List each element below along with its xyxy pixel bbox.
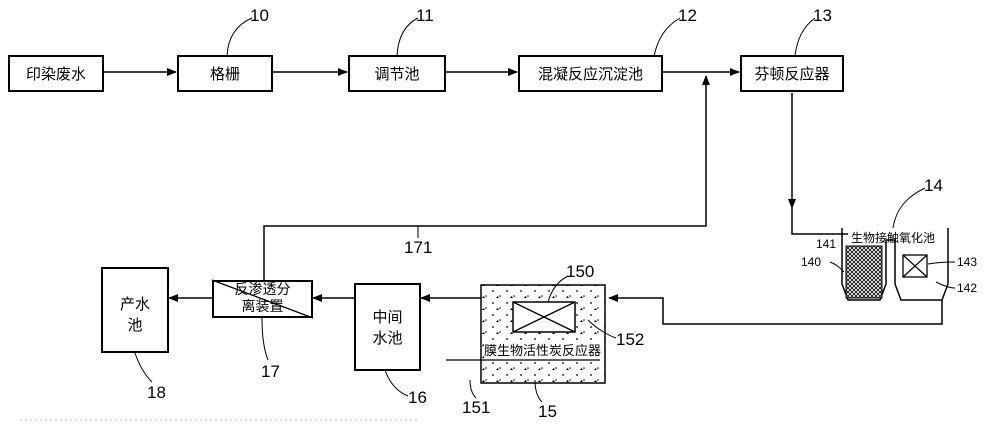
ref-151: 151	[462, 398, 491, 417]
leader-143	[927, 261, 956, 265]
ref-13: 13	[813, 6, 832, 25]
flow-line-bio-membrane	[608, 294, 943, 325]
box-intermediate-tank: 中间 水池	[354, 283, 421, 371]
box-ro-unit: 反渗透分 离装置	[212, 280, 313, 318]
ref-17: 17	[261, 362, 280, 381]
leader-151	[469, 379, 477, 399]
ref-16: 16	[408, 388, 427, 407]
bio-packing-141	[845, 245, 883, 299]
box-wastewater: 印染废水	[8, 55, 104, 92]
ref-150: 150	[566, 262, 595, 281]
label-intermediate-line2: 水池	[372, 329, 403, 347]
leader-18	[134, 352, 153, 383]
ro-divider	[211, 279, 314, 319]
leader-150	[547, 275, 569, 303]
box-fenton-reactor: 芬顿反应器	[740, 55, 844, 92]
leader-17	[261, 317, 269, 361]
leader-15	[534, 379, 543, 403]
ref-140: 140	[801, 255, 822, 269]
membrane-reactor-box	[480, 284, 606, 384]
label-wastewater: 印染废水	[25, 65, 86, 83]
ref-14: 14	[924, 176, 943, 195]
ref-143: 143	[957, 255, 978, 269]
label-coagulation-tank: 混凝反应沉淀池	[537, 65, 643, 83]
ref-12: 12	[678, 6, 697, 25]
label-intermediate-line1: 中间	[372, 308, 403, 326]
recycle-line-171	[263, 75, 710, 280]
ref-171: 171	[404, 238, 433, 257]
leader-16	[384, 369, 409, 397]
box-regulating-tank: 调节池	[348, 55, 446, 92]
ref-142: 142	[957, 281, 978, 295]
box-product-tank: 产水 池	[101, 267, 169, 353]
label-fenton-reactor: 芬顿反应器	[754, 65, 830, 83]
label-bio-contact-tank: 生物接触氧化池	[851, 231, 936, 245]
leader-10	[226, 17, 253, 57]
label-ro-line2: 离装置	[241, 299, 284, 315]
ref-15: 15	[538, 402, 557, 421]
ref-141: 141	[816, 237, 837, 251]
leader-152	[587, 319, 617, 339]
leader-11	[396, 17, 419, 57]
label-grille: 格栅	[209, 65, 240, 83]
leader-13	[794, 17, 816, 57]
leader-140	[829, 261, 845, 273]
label-product-line1: 产水	[119, 295, 150, 313]
ref-11: 11	[416, 6, 434, 25]
label-regulating-tank: 调节池	[374, 65, 420, 83]
ref-152: 152	[616, 330, 645, 349]
ref-10: 10	[250, 6, 269, 25]
label-ro-line1: 反渗透分	[234, 282, 291, 298]
leader-14	[892, 187, 926, 229]
bio-inlet-line	[791, 208, 848, 235]
leader-142	[935, 281, 956, 289]
box-grille: 格栅	[177, 55, 273, 92]
label-product-line2: 池	[127, 316, 143, 334]
leader-12	[653, 17, 681, 57]
box-coagulation-tank: 混凝反应沉淀池	[518, 55, 663, 92]
ref-18: 18	[147, 383, 166, 402]
label-membrane-reactor: 膜生物活性炭反应器	[484, 340, 602, 359]
